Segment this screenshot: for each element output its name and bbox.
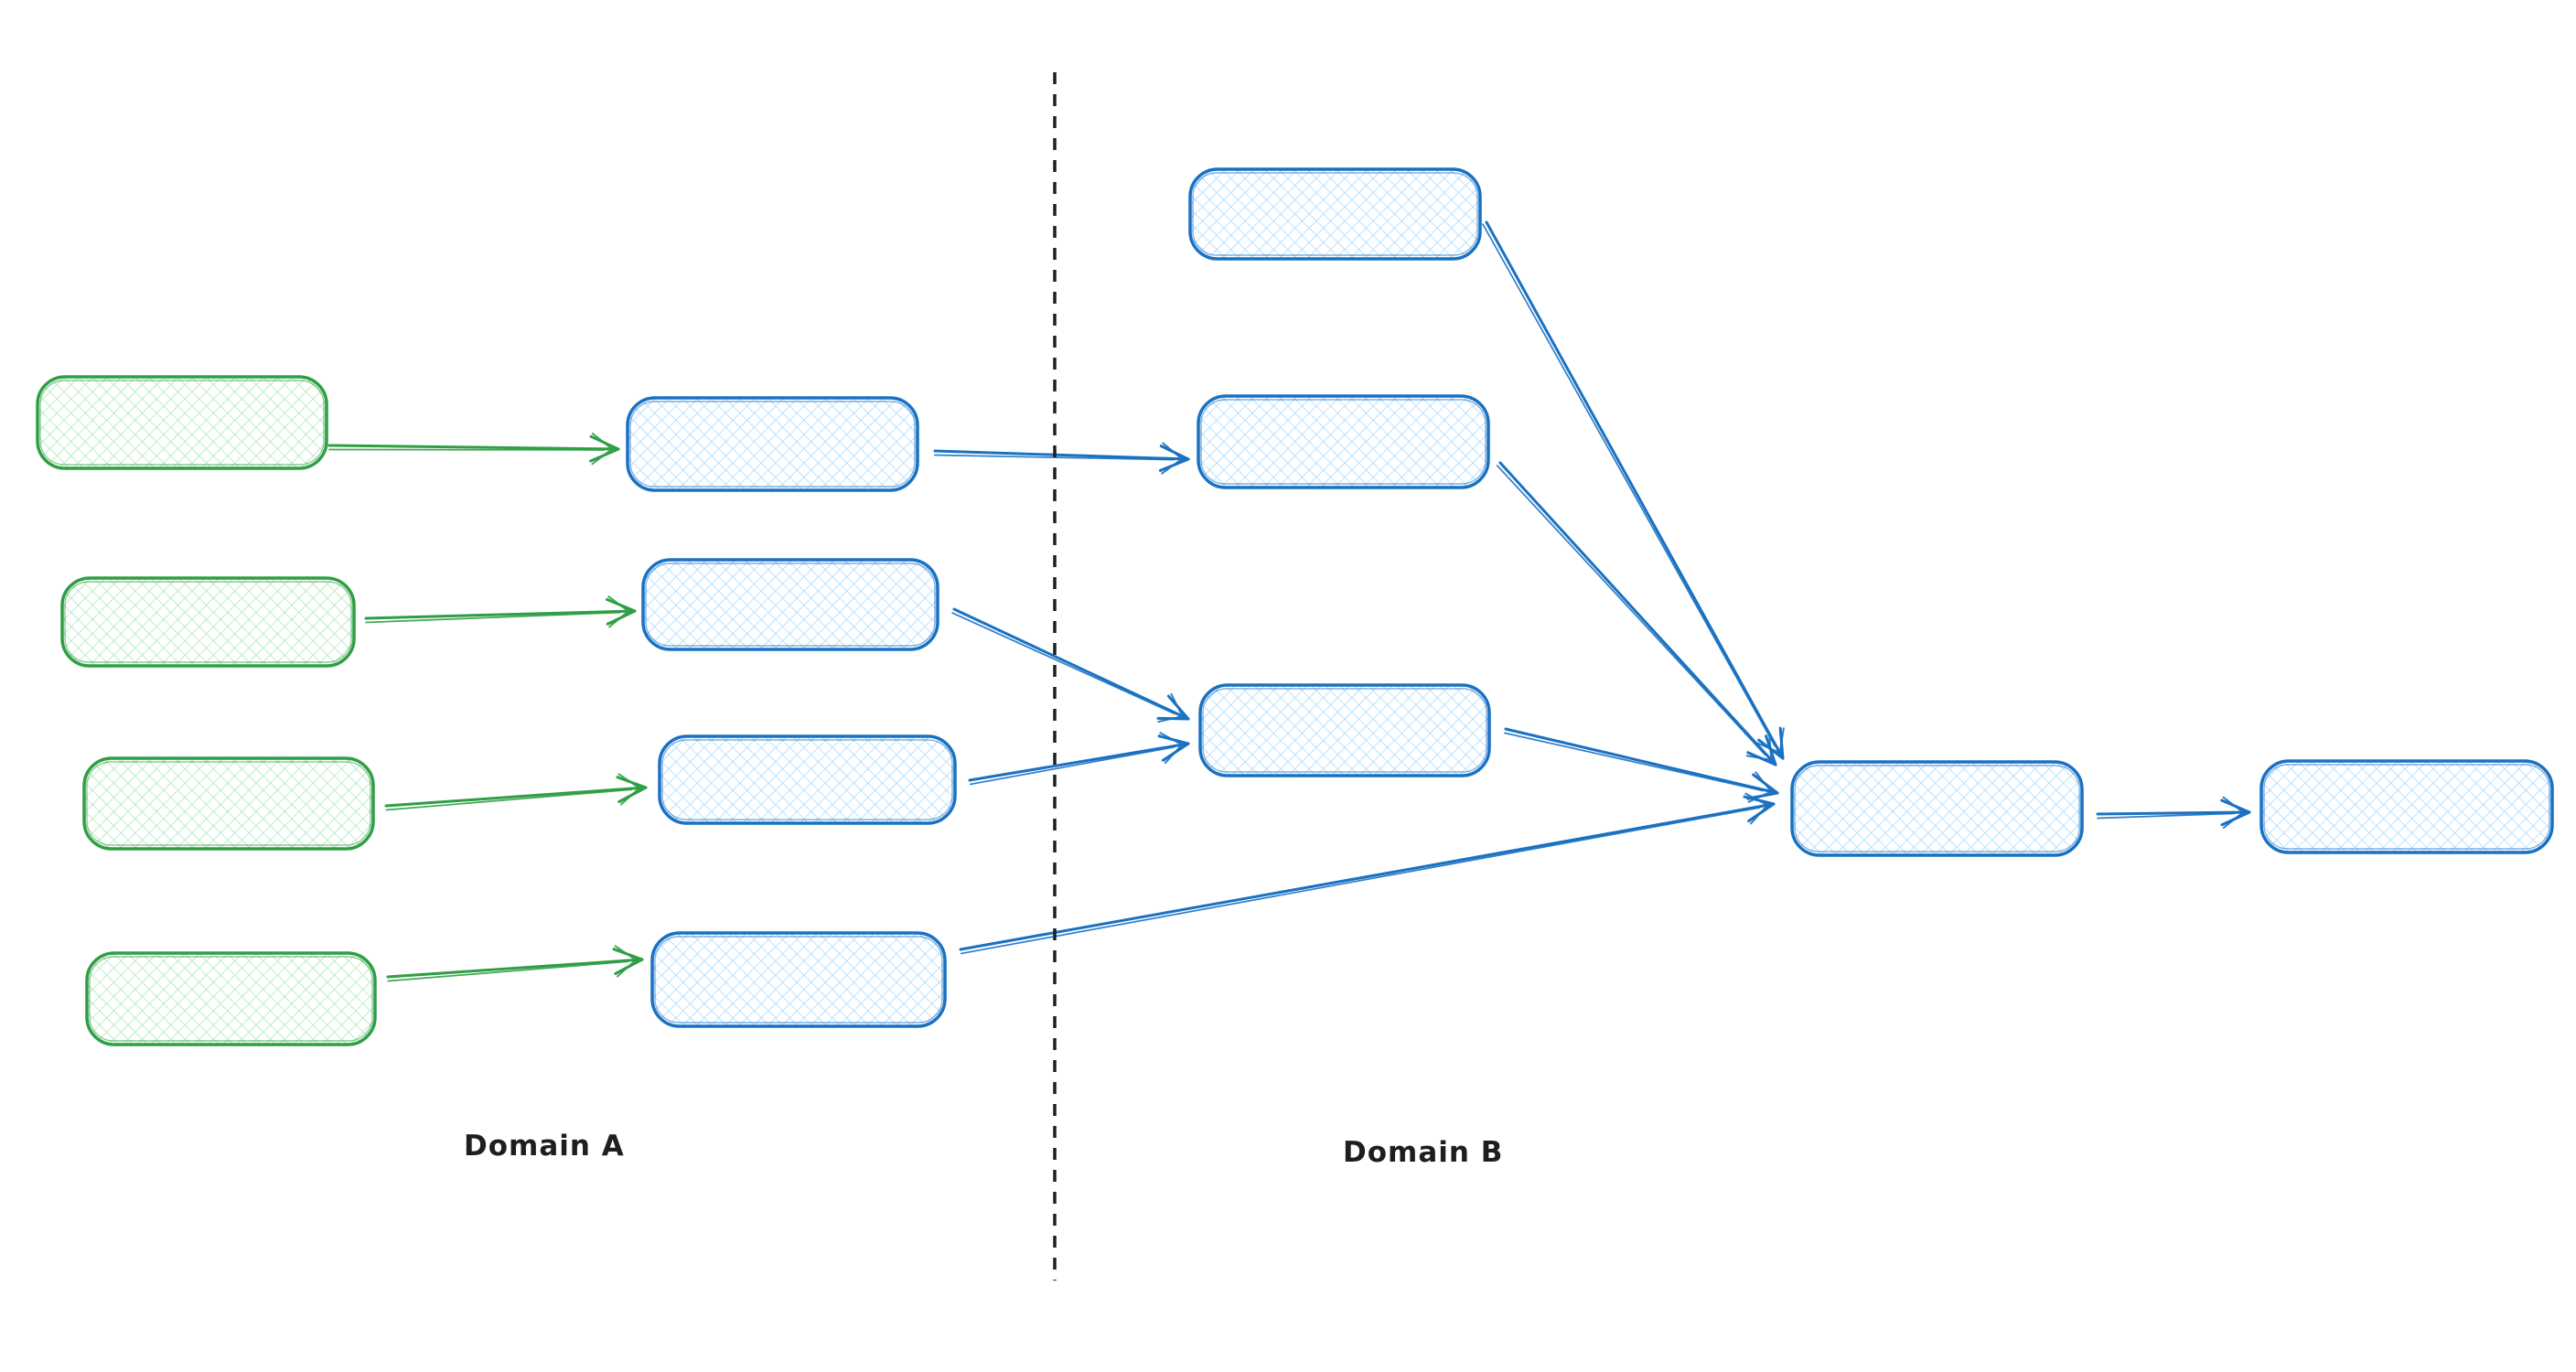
node-domain-a-node-1[interactable] bbox=[626, 396, 919, 492]
arrow-source4-to-a4[interactable] bbox=[386, 945, 644, 982]
node-domain-a-source-4[interactable] bbox=[85, 951, 377, 1046]
node-domain-a-node-3[interactable] bbox=[658, 734, 957, 825]
edges-layer bbox=[327, 220, 2251, 982]
arrow-a4-to-hub[interactable] bbox=[959, 792, 1776, 955]
nodes-layer bbox=[36, 167, 2554, 1046]
node-domain-b-hub[interactable] bbox=[1790, 760, 2084, 857]
arrow-b2-to-hub[interactable] bbox=[1496, 461, 1777, 766]
node-domain-a-source-1[interactable] bbox=[36, 375, 328, 470]
domain-b-label[interactable]: Domain B bbox=[1343, 1136, 1503, 1169]
node-domain-b-node-3[interactable] bbox=[1198, 683, 1491, 777]
domain-a-label[interactable]: Domain A bbox=[464, 1130, 625, 1163]
arrow-a3-to-b3[interactable] bbox=[968, 732, 1190, 786]
arrow-a1-to-b2[interactable] bbox=[933, 442, 1190, 475]
node-domain-a-node-4[interactable] bbox=[650, 931, 947, 1028]
node-domain-a-source-3[interactable] bbox=[82, 756, 375, 851]
node-domain-b-output[interactable] bbox=[2259, 759, 2554, 854]
arrow-b1-to-hub[interactable] bbox=[1482, 220, 1785, 760]
arrow-source3-to-a3[interactable] bbox=[384, 773, 648, 811]
labels-layer: Domain A Domain B bbox=[464, 72, 1503, 1281]
arrow-source1-to-a1[interactable] bbox=[327, 433, 620, 466]
node-domain-b-node-2[interactable] bbox=[1197, 394, 1490, 489]
arrow-a2-to-b3[interactable] bbox=[951, 607, 1190, 724]
node-domain-a-node-2[interactable] bbox=[641, 558, 939, 651]
arrow-source2-to-a2[interactable] bbox=[364, 595, 637, 628]
node-domain-b-node-1[interactable] bbox=[1188, 167, 1482, 261]
arrow-hub-to-output[interactable] bbox=[2096, 796, 2251, 829]
arrow-b3-to-hub[interactable] bbox=[1504, 727, 1779, 803]
node-domain-a-source-2[interactable] bbox=[60, 576, 356, 668]
